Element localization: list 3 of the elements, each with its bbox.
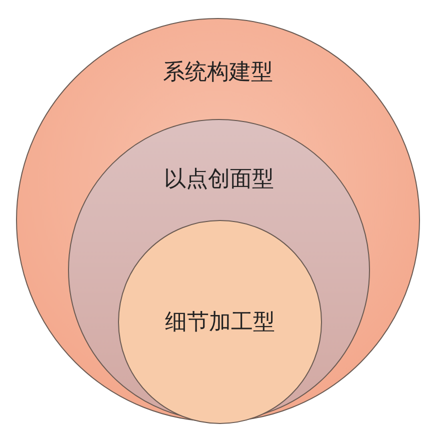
circle-label: 细节加工型 — [164, 309, 276, 337]
circle-label: 系统构建型 — [162, 59, 274, 87]
circle-label: 以点创面型 — [163, 166, 275, 194]
